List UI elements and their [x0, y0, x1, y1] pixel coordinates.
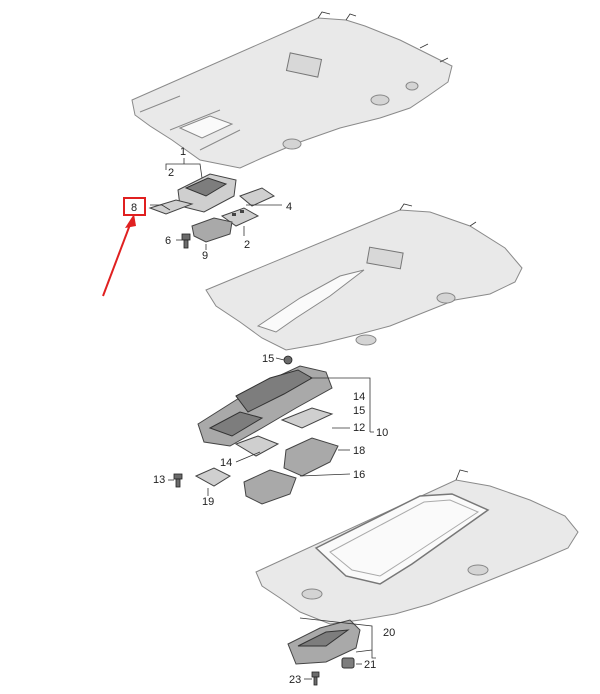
- callout-15-top: 15: [262, 353, 274, 365]
- highlight-box: [123, 197, 146, 216]
- callout-9: 9: [202, 250, 208, 262]
- callout-labels: 1 2 4 8 6 2 9 15 14 15 12 10 18 14 16 13…: [131, 146, 395, 686]
- screw-13: [173, 473, 183, 488]
- part-21-clip: [341, 657, 355, 669]
- headliner-top: [131, 11, 453, 169]
- callout-1: 1: [180, 146, 186, 158]
- callout-20: 20: [383, 627, 395, 639]
- callout-14-left: 14: [220, 457, 232, 469]
- screw-15: [283, 355, 293, 365]
- callout-23: 23: [289, 674, 301, 686]
- highlight-arrow: [102, 214, 136, 297]
- callout-12: 12: [353, 422, 365, 434]
- callout-4: 4: [286, 201, 292, 213]
- screw-6: [181, 233, 191, 249]
- part-8-trim-strip: [148, 199, 194, 215]
- callout-8: 8: [131, 202, 137, 214]
- console-group-20: [287, 619, 361, 686]
- callout-2-lower: 2: [244, 239, 250, 251]
- leader-lines: [150, 158, 376, 680]
- headliner-bottom: [255, 469, 579, 625]
- console-group-1: [148, 173, 276, 249]
- callout-2-upper: 2: [168, 167, 174, 179]
- callout-15-right: 15: [353, 405, 365, 417]
- callout-16: 16: [353, 469, 365, 481]
- callout-10: 10: [376, 427, 388, 439]
- screw-23: [311, 671, 320, 686]
- callout-14-right: 14: [353, 391, 365, 403]
- headliner-middle: [205, 203, 523, 351]
- callout-13: 13: [153, 474, 165, 486]
- callout-21: 21: [364, 659, 376, 671]
- callout-19: 19: [202, 496, 214, 508]
- callout-6: 6: [165, 235, 171, 247]
- callout-18: 18: [353, 445, 365, 457]
- console-group-10: [173, 355, 339, 505]
